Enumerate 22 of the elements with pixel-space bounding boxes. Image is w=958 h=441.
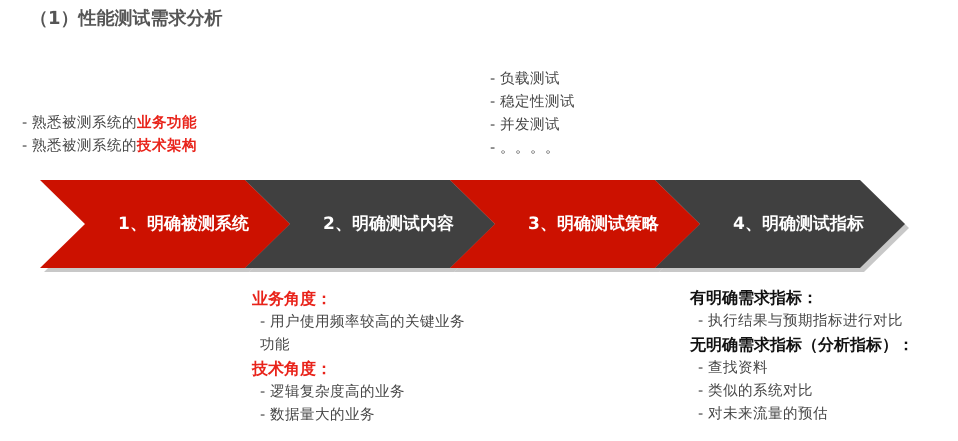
bullet-item: - 对未来流量的预估 (697, 404, 829, 424)
bullet-item: - 数据量大的业务 (259, 406, 376, 425)
bullet-item: - 熟悉被测系统的业务功能 (22, 114, 198, 133)
bullet-item: - 逻辑复杂度高的业务 (259, 382, 406, 402)
bullet-item: - 并发测试 (490, 116, 561, 135)
step-label: 3、明确测试策略 (528, 213, 659, 235)
bullet-item: - 。。。。 (490, 139, 561, 158)
step-label: 2、明确测试内容 (323, 213, 454, 235)
heading-text: 技术角度： (252, 358, 333, 380)
step-label: 4、明确测试指标 (733, 213, 864, 235)
bullet-item: - 查找资料 (697, 359, 769, 378)
bullet-item: - 执行结果与预期指标进行对比 (697, 312, 904, 331)
heading-text: 无明确需求指标（分析指标）： (690, 334, 915, 356)
bullet-item: - 稳定性测试 (490, 92, 576, 112)
step-label: 1、明确被测系统 (118, 213, 249, 235)
bullet-item: - 熟悉被测系统的技术架构 (22, 136, 198, 156)
bullet-item: - 用户使用频率较高的关键业务功能 (259, 312, 466, 355)
title: （1）性能测试需求分析 (30, 7, 223, 30)
heading-text: 有明确需求指标： (690, 287, 819, 309)
bullet-item: - 类似的系统对比 (697, 382, 814, 401)
heading-text: 业务角度： (252, 288, 333, 310)
bullet-item: - 负载测试 (490, 70, 561, 89)
